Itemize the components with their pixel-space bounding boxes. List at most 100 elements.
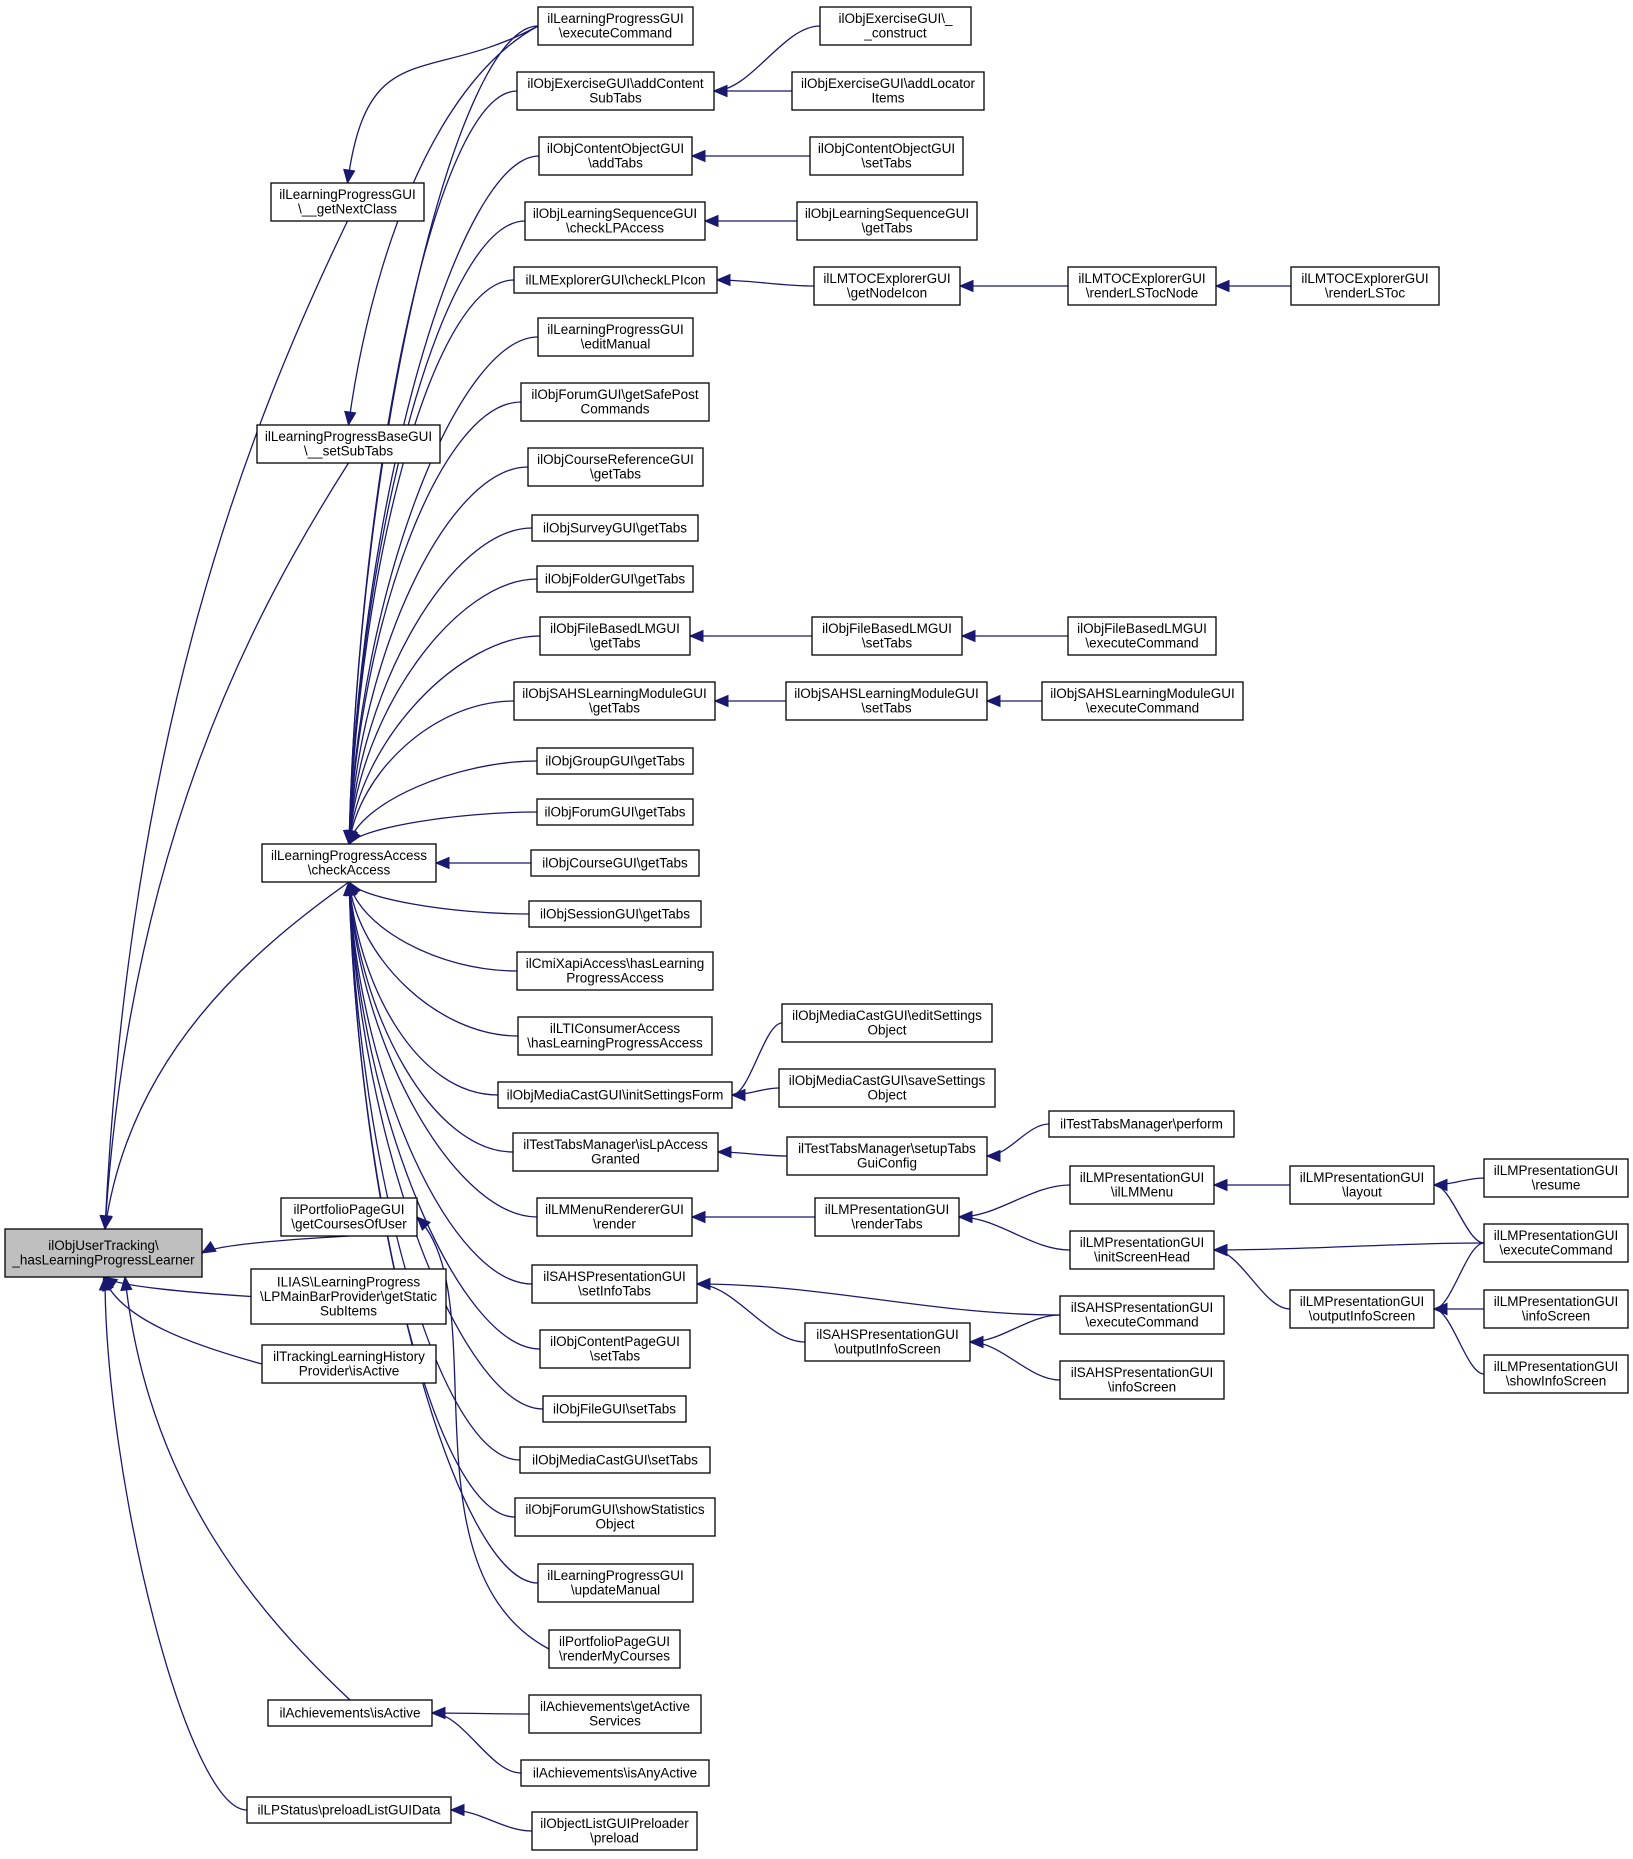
node-box	[531, 514, 699, 542]
node-cogui_addtabs[interactable]: ilObjContentObjectGUI\addTabs	[538, 136, 693, 176]
node-testtabs_perform[interactable]: ilTestTabsManager\perform	[1048, 1110, 1235, 1138]
node-filelm_settabs[interactable]: ilObjFileBasedLMGUI\setTabs	[811, 616, 963, 656]
node-lmpres_resume[interactable]: ilLMPresentationGUI\resume	[1483, 1158, 1629, 1198]
node-sahspres_exec[interactable]: ilSAHSPresentationGUI\executeCommand	[1059, 1295, 1225, 1335]
node-lpgui_updatemanual[interactable]: ilLearningProgressGUI\updateManual	[537, 1563, 694, 1603]
node-label-line: \getTabs	[589, 701, 640, 716]
node-sahspres_setinfotabs[interactable]: ilSAHSPresentationGUI\setInfoTabs	[531, 1264, 698, 1304]
node-box	[528, 1694, 702, 1734]
node-lmpres_initscreenhead[interactable]: ilLMPresentationGUI\initScreenHead	[1069, 1230, 1215, 1270]
node-filelm_exec[interactable]: ilObjFileBasedLMGUI\executeCommand	[1067, 616, 1217, 656]
node-lmpres_ilmmenu[interactable]: ilLMPresentationGUI\ilLMMenu	[1069, 1165, 1215, 1205]
node-folder_gettabs[interactable]: ilObjFolderGUI\getTabs	[536, 565, 694, 593]
edge-arrowhead	[716, 1145, 732, 1159]
node-sahspres_infoscreen[interactable]: ilSAHSPresentationGUI\infoScreen	[1059, 1360, 1225, 1400]
node-portfolio_courses[interactable]: ilPortfolioPageGUI\getCoursesOfUser	[280, 1197, 418, 1237]
node-session_gettabs[interactable]: ilObjSessionGUI\getTabs	[528, 900, 702, 928]
edge-arrowhead	[1212, 1178, 1228, 1192]
node-label-line: ilObjForumGUI\showStatistics	[525, 1502, 705, 1517]
node-lpgui_nextclass[interactable]: ilLearningProgressGUI\__getNextClass	[270, 182, 425, 222]
node-lpgui_exec[interactable]: ilLearningProgressGUI\executeCommand	[537, 6, 694, 46]
node-lmtoc_renderlstocnode[interactable]: ilLMTOCExplorerGUI\renderLSTocNode	[1067, 266, 1217, 306]
node-lpaccess_check[interactable]: ilLearningProgressAccess\checkAccess	[261, 843, 437, 883]
node-label-line: \renderLSTocNode	[1086, 286, 1199, 301]
node-ach_isanyactive[interactable]: ilAchievements\isAnyActive	[520, 1759, 710, 1787]
node-box	[814, 1197, 960, 1237]
node-label-line: ilObjCourseReferenceGUI	[537, 452, 694, 467]
node-mediacast_initsettings[interactable]: ilObjMediaCastGUI\initSettingsForm	[497, 1081, 733, 1109]
node-sahs_settabs[interactable]: ilObjSAHSLearningModuleGUI\setTabs	[785, 681, 988, 721]
node-lmmenu_render[interactable]: ilLMMenuRendererGUI\render	[536, 1197, 693, 1237]
node-lpstatus_preload[interactable]: ilLPStatus\preloadListGUIData	[246, 1796, 452, 1824]
node-lmpres_exec[interactable]: ilLMPresentationGUI\executeCommand	[1483, 1223, 1629, 1263]
node-courseref_gettabs[interactable]: ilObjCourseReferenceGUI\getTabs	[527, 447, 704, 487]
node-lmpres_showinfoscreen[interactable]: ilLMPresentationGUI\showInfoScreen	[1483, 1354, 1629, 1394]
node-lmpres_layout[interactable]: ilLMPresentationGUI\layout	[1289, 1165, 1435, 1205]
node-label-line: Object	[867, 1088, 906, 1103]
node-lsgui_checklp[interactable]: ilObjLearningSequenceGUI\checkLPAccess	[524, 201, 706, 241]
node-lmpres_rendertabs[interactable]: ilLMPresentationGUI\renderTabs	[814, 1197, 960, 1237]
node-cmixapi_haslp[interactable]: ilCmiXapiAccess\hasLearningProgressAcces…	[516, 951, 714, 991]
node-root[interactable]: ilObjUserTracking\_hasLearningProgressLe…	[4, 1228, 203, 1278]
node-label-line: SubTabs	[589, 91, 642, 106]
node-sahs_exec[interactable]: ilObjSAHSLearningModuleGUI\executeComman…	[1041, 681, 1244, 721]
node-label-line: ilTestTabsManager\isLpAccess	[523, 1137, 708, 1152]
node-lpgui_editmanual[interactable]: ilLearningProgressGUI\editManual	[537, 317, 694, 357]
node-ach_isactive[interactable]: ilAchievements\isActive	[267, 1699, 433, 1727]
node-box	[1483, 1158, 1629, 1198]
node-lmtoc_getnodeicon[interactable]: ilLMTOCExplorerGUI\getNodeIcon	[813, 266, 961, 306]
node-lmpres_infoscreen[interactable]: ilLMPresentationGUI\infoScreen	[1483, 1289, 1629, 1329]
node-listgui_preload[interactable]: ilObjectListGUIPreloader\preload	[531, 1811, 698, 1851]
node-file_settabs[interactable]: ilObjFileGUI\setTabs	[542, 1395, 687, 1423]
node-label-line: ilObjFileBasedLMGUI	[550, 621, 680, 636]
edge-arrowhead	[957, 1210, 973, 1224]
node-mainbar_static[interactable]: ILIAS\LearningProgress\LPMainBarProvider…	[250, 1268, 447, 1325]
node-lmexp_checklpicon[interactable]: ilLMExplorerGUI\checkLPIcon	[513, 266, 718, 294]
edge-arrowhead	[985, 1149, 1001, 1163]
node-portfolio_rendermycourses[interactable]: ilPortfolioPageGUI\renderMyCourses	[548, 1629, 681, 1669]
node-forum_gettabs[interactable]: ilObjForumGUI\getTabs	[536, 798, 694, 826]
node-label-line: \infoScreen	[1108, 1380, 1176, 1395]
node-tracking_history[interactable]: ilTrackingLearningHistoryProvider\isActi…	[261, 1344, 437, 1384]
node-label-line: \executeCommand	[1086, 701, 1199, 716]
node-label-line: ilObjContentObjectGUI	[547, 141, 684, 156]
node-sahs_gettabs[interactable]: ilObjSAHSLearningModuleGUI\getTabs	[513, 681, 716, 721]
node-filelm_gettabs[interactable]: ilObjFileBasedLMGUI\getTabs	[539, 616, 691, 656]
node-contentpage_settabs[interactable]: ilObjContentPageGUI\setTabs	[539, 1329, 691, 1369]
node-lpbase_setsubtabs[interactable]: ilLearningProgressBaseGUI\__setSubTabs	[256, 424, 441, 464]
edge-arrowhead	[985, 694, 1001, 708]
node-lsgui_gettabs[interactable]: ilObjLearningSequenceGUI\getTabs	[796, 201, 978, 241]
call-edge-courseref_gettabs-to-lpaccess_check	[348, 466, 529, 845]
node-exgui_construct[interactable]: ilObjExerciseGUI\__construct	[819, 6, 972, 46]
node-label-line: ilObjMediaCastGUI\initSettingsForm	[507, 1087, 724, 1102]
node-label-line: ilObjExerciseGUI\_	[838, 11, 953, 26]
node-label-line: ilLMTOCExplorerGUI	[823, 271, 950, 286]
node-cogui_settabs[interactable]: ilObjContentObjectGUI\setTabs	[809, 136, 964, 176]
node-lti_haslp[interactable]: ilLTIConsumerAccess\hasLearningProgressA…	[517, 1016, 713, 1056]
node-mediacast_settabs[interactable]: ilObjMediaCastGUI\setTabs	[519, 1446, 711, 1474]
node-label-line: Items	[871, 91, 904, 106]
node-label-line: ilLPStatus\preloadListGUIData	[257, 1802, 441, 1817]
node-group_gettabs[interactable]: ilObjGroupGUI\getTabs	[536, 747, 694, 775]
call-edge-folder_gettabs-to-lpaccess_check	[348, 578, 538, 845]
node-survey_gettabs[interactable]: ilObjSurveyGUI\getTabs	[531, 514, 699, 542]
call-edge-ach_isanyactive-to-ach_isactive	[431, 1712, 522, 1774]
node-label-line: ilObjUserTracking\	[48, 1238, 159, 1253]
node-lmtoc_renderlstoc[interactable]: ilLMTOCExplorerGUI\renderLSToc	[1290, 266, 1440, 306]
node-label-line: \setInfoTabs	[578, 1284, 651, 1299]
node-box	[781, 1003, 993, 1043]
node-box	[497, 1081, 733, 1109]
node-course_gettabs[interactable]: ilObjCourseGUI\getTabs	[530, 849, 700, 877]
node-label-line: ilLMPresentationGUI	[1494, 1228, 1619, 1243]
node-lmpres_outputinfoscreen[interactable]: ilLMPresentationGUI\outputInfoScreen	[1289, 1289, 1435, 1329]
node-sahspres_outputinfoscreen[interactable]: ilSAHSPresentationGUI\outputInfoScreen	[804, 1322, 971, 1362]
